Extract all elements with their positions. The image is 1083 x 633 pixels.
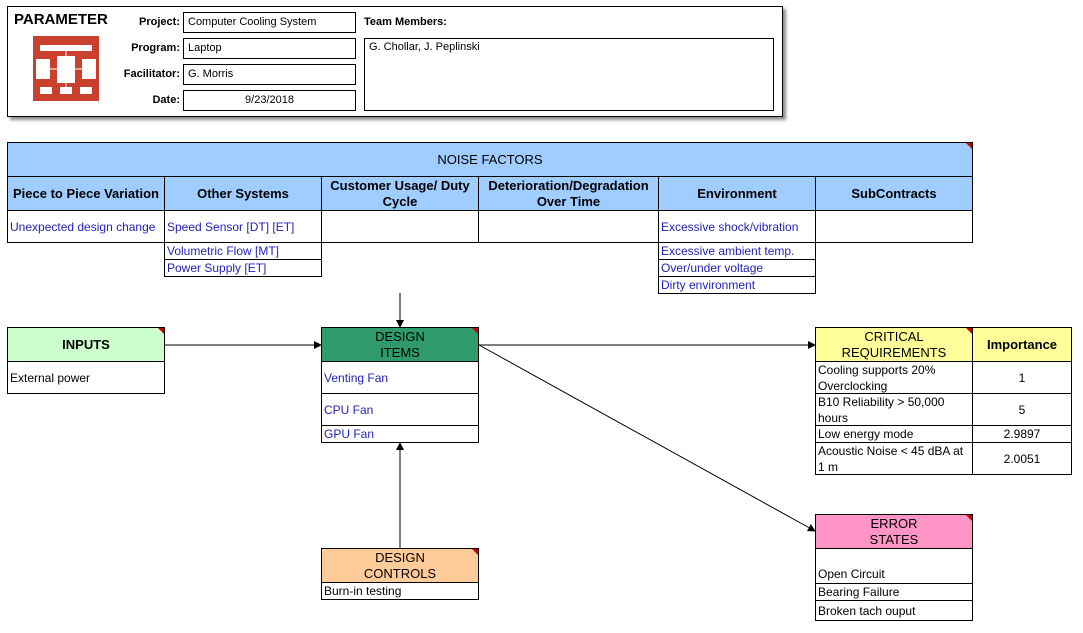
noise-item[interactable]: Volumetric Flow [MT]: [164, 242, 322, 260]
design-controls-title: DESIGN CONTROLS: [363, 549, 437, 581]
noise-col-header-subcontracts: SubContracts: [815, 176, 973, 211]
error-state-item[interactable]: Broken tach ouput: [815, 600, 973, 621]
date-field[interactable]: 9/23/2018: [183, 90, 356, 111]
error-states-header: ERROR STATES: [815, 514, 973, 549]
parameter-logo-icon: [33, 36, 99, 101]
design-control-item[interactable]: Burn-in testing: [321, 582, 479, 600]
header-panel: PARAMETER Project: Computer Cooling Syst…: [7, 6, 783, 117]
noise-item[interactable]: Dirty environment: [658, 276, 816, 294]
design-items-title: DESIGN ITEMS: [375, 328, 425, 360]
program-label: Program:: [131, 42, 180, 54]
error-state-item[interactable]: Open Circuit: [815, 548, 973, 584]
importance-value[interactable]: 5: [972, 393, 1072, 426]
noise-col-header-other-systems: Other Systems: [164, 176, 322, 211]
noise-factors-title: NOISE FACTORS: [7, 142, 973, 177]
noise-item-empty[interactable]: [815, 210, 973, 243]
importance-value[interactable]: 1: [972, 361, 1072, 394]
inputs-header: INPUTS: [7, 327, 165, 362]
noise-item[interactable]: Excessive ambient temp.: [658, 242, 816, 260]
noise-item-empty[interactable]: [321, 210, 479, 243]
project-label: Project:: [139, 16, 180, 28]
critical-requirements-title: CRITICAL REQUIREMENTS: [841, 328, 947, 360]
team-members-label: Team Members:: [364, 16, 447, 28]
design-item[interactable]: Venting Fan: [321, 361, 479, 394]
date-label: Date:: [152, 94, 180, 106]
importance-header: Importance: [972, 327, 1072, 362]
noise-col-header-piece: Piece to Piece Variation: [7, 176, 165, 211]
error-state-item[interactable]: Bearing Failure: [815, 583, 973, 601]
error-states-title: ERROR STATES: [869, 515, 919, 547]
design-items-header: DESIGN ITEMS: [321, 327, 479, 362]
critical-requirement[interactable]: Low energy mode: [815, 425, 973, 443]
noise-item[interactable]: Speed Sensor [DT] [ET]: [164, 210, 322, 243]
comment-marker-icon: [472, 328, 478, 334]
inputs-item[interactable]: External power: [7, 361, 165, 394]
facilitator-field[interactable]: G. Morris: [183, 64, 356, 85]
inputs-title: INPUTS: [62, 336, 110, 352]
noise-col-header-customer-usage: Customer Usage/ Duty Cycle: [321, 176, 479, 211]
project-field[interactable]: Computer Cooling System: [183, 12, 356, 33]
noise-item[interactable]: Excessive shock/vibration: [658, 210, 816, 243]
noise-item[interactable]: Power Supply [ET]: [164, 259, 322, 277]
comment-marker-icon: [966, 515, 972, 521]
noise-col-header-environment: Environment: [658, 176, 816, 211]
comment-marker-icon: [966, 143, 972, 149]
comment-marker-icon: [966, 328, 972, 334]
critical-requirement[interactable]: Acoustic Noise < 45 dBA at 1 m: [815, 442, 973, 475]
design-item[interactable]: GPU Fan: [321, 425, 479, 443]
comment-marker-icon: [472, 549, 478, 555]
facilitator-label: Facilitator:: [123, 68, 180, 80]
design-to-error-arrow: [478, 344, 816, 532]
app-title: PARAMETER: [14, 11, 108, 28]
design-item[interactable]: CPU Fan: [321, 393, 479, 426]
noise-item-empty[interactable]: [478, 210, 659, 243]
comment-marker-icon: [158, 328, 164, 334]
program-field[interactable]: Laptop: [183, 38, 356, 59]
noise-factors-title-text: NOISE FACTORS: [437, 151, 543, 167]
importance-value[interactable]: 2.9897: [972, 425, 1072, 443]
critical-requirement[interactable]: Cooling supports 20% Overclocking: [815, 361, 973, 394]
importance-value[interactable]: 2.0051: [972, 442, 1072, 475]
team-members-field[interactable]: G. Chollar, J. Peplinski: [364, 38, 774, 111]
design-controls-header: DESIGN CONTROLS: [321, 548, 479, 583]
noise-item[interactable]: Unexpected design change: [7, 210, 165, 243]
noise-item[interactable]: Over/under voltage: [658, 259, 816, 277]
critical-requirements-header: CRITICAL REQUIREMENTS: [815, 327, 973, 362]
noise-col-header-deterioration: Deterioration/Degradation Over Time: [478, 176, 659, 211]
critical-requirement[interactable]: B10 Reliability > 50,000 hours: [815, 393, 973, 426]
